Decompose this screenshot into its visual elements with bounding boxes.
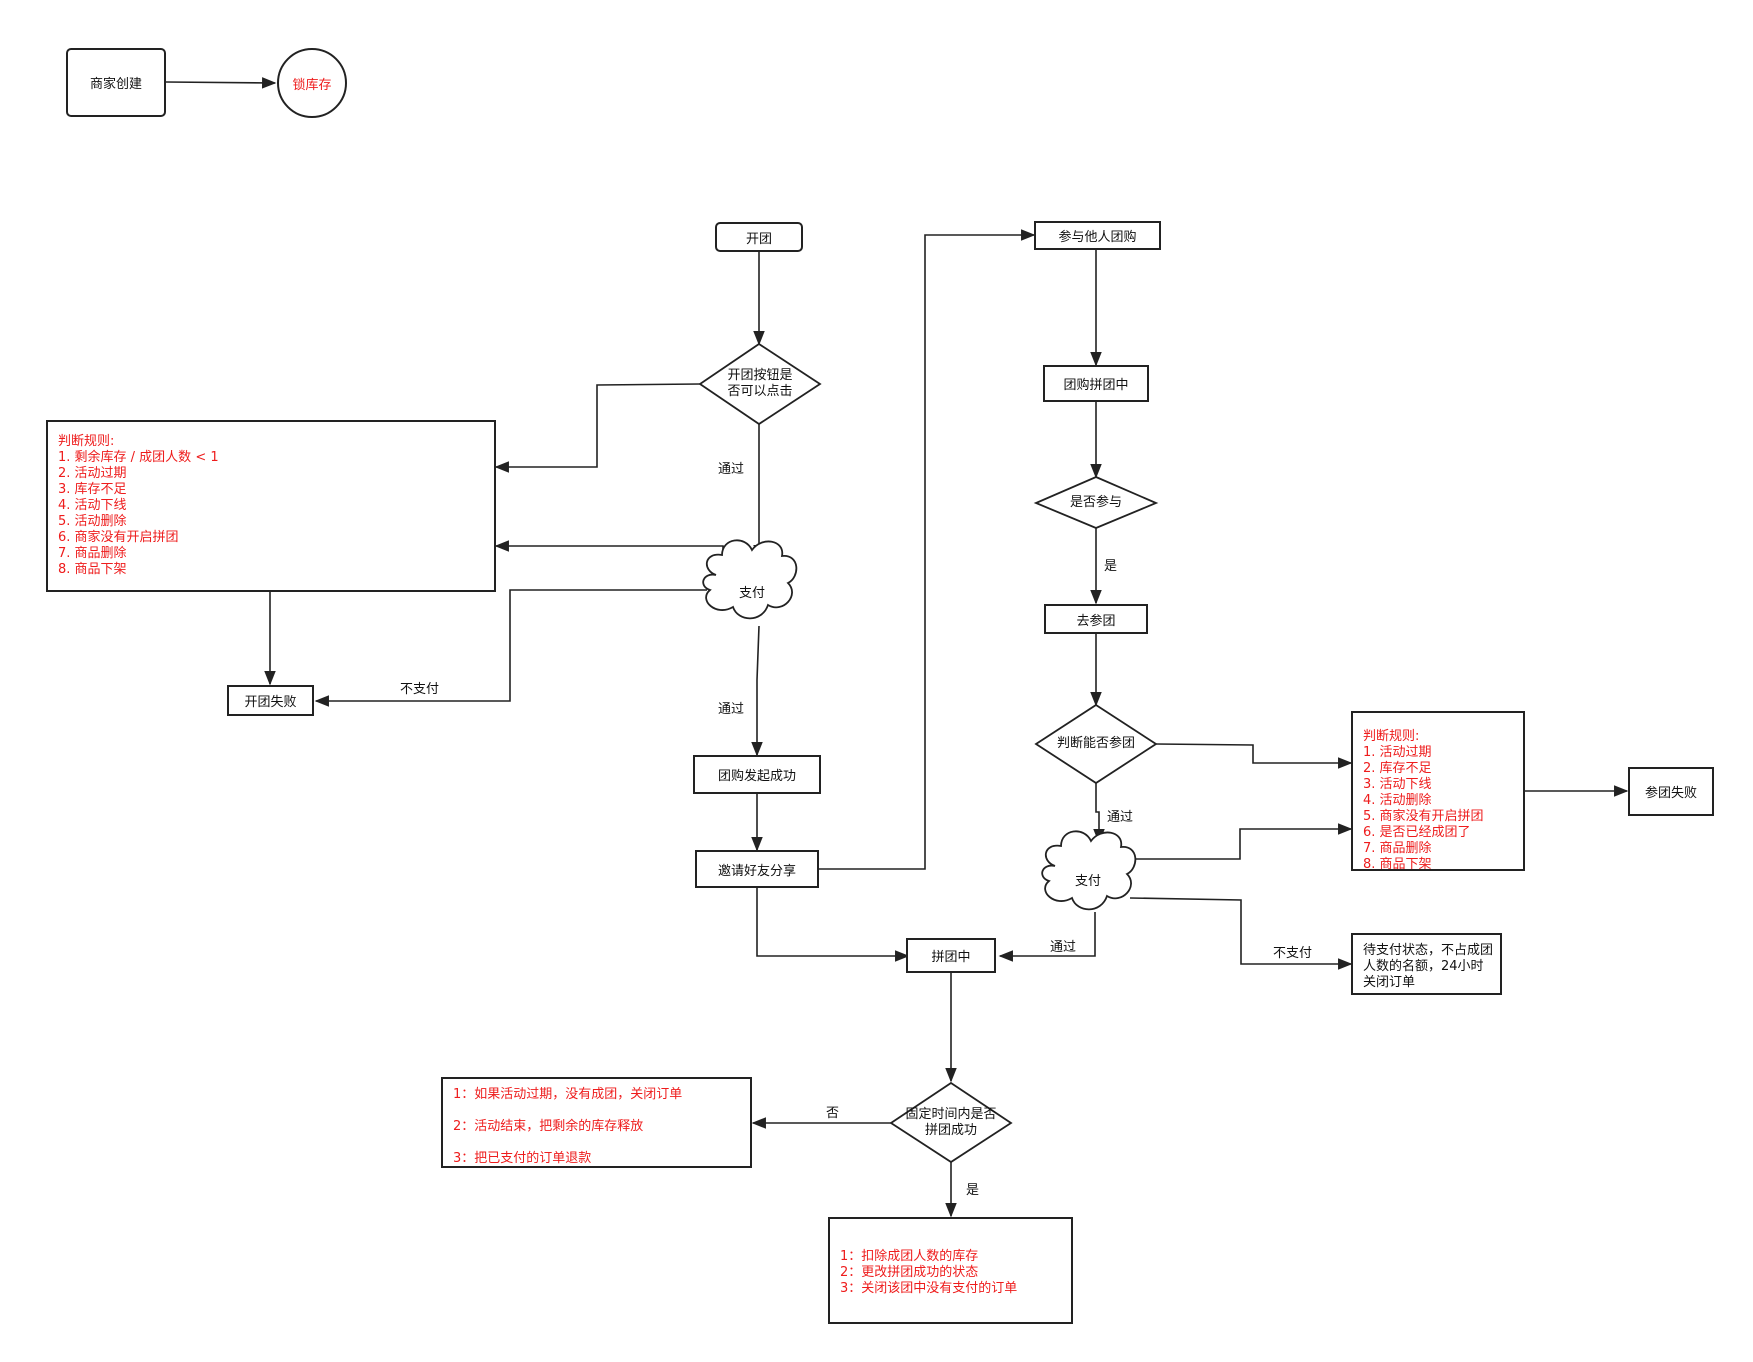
edge-label-no: 否 — [826, 1106, 840, 1121]
decision-whether-join-label: 是否参与 — [1069, 495, 1122, 510]
rule-left-item: 4. 活动下线 — [58, 498, 127, 513]
decision-can-click-shape — [698, 342, 822, 426]
join-others-label: 参与他人团购 — [1058, 230, 1137, 245]
rule-right-item: 判断规则: — [1363, 729, 1420, 744]
edge-merchant-to-lock — [165, 77, 277, 89]
rule-left-item: 5. 活动删除 — [58, 514, 127, 529]
edge-label-yes-join: 是 — [1104, 559, 1118, 574]
join-fail-node: 参团失败 — [1628, 767, 1714, 816]
rule-right-item: 7. 商品删除 — [1363, 841, 1432, 856]
invite-share-node: 邀请好友分享 — [695, 850, 819, 888]
decision-can-join-shape — [1034, 703, 1158, 785]
decision-fixed-time-line1: 固定时间内是否 — [905, 1107, 997, 1122]
merchant-create-label: 商家创建 — [89, 77, 142, 92]
lock-stock-label: 锁库存 — [292, 77, 332, 93]
start-group-node: 开团 — [715, 222, 803, 252]
decision-whether-join-shape — [1033, 476, 1159, 529]
pending-pay-note: 待支付状态，不占成团人数的名额，24小时关闭订单 — [1351, 933, 1502, 995]
rule-right-item: 5. 商家没有开启拼团 — [1363, 809, 1484, 824]
rule-right-item: 3. 活动下线 — [1363, 777, 1432, 792]
decision-can-click: 开团按钮是 否可以点击 — [700, 368, 820, 400]
group-launch-success-node: 团购发起成功 — [693, 755, 821, 794]
pin-group-node: 拼团中 — [906, 938, 996, 973]
rule-right-item: 2. 库存不足 — [1363, 761, 1432, 776]
decision-can-join: 判断能否参团 — [1036, 736, 1156, 752]
pay-right-cloud: 支付 — [1056, 870, 1120, 889]
edge-pay-to-pin — [998, 912, 1096, 962]
edge-decision-to-rules — [494, 383, 701, 473]
group-fail-label: 开团失败 — [244, 695, 297, 710]
decision-fixed-time-shape — [889, 1081, 1013, 1164]
group-in-progress-node: 团购拼团中 — [1043, 365, 1149, 402]
go-join-node: 去参团 — [1044, 604, 1148, 634]
rule-left-item: 判断规则: — [58, 434, 115, 449]
cloud-pay-left-shape — [702, 539, 798, 620]
rule-left-item: 2. 活动过期 — [58, 466, 127, 481]
pending-note-line: 待支付状态，不占成团 — [1363, 943, 1494, 958]
pay-left-cloud: 支付 — [720, 582, 784, 601]
start-group-label: 开团 — [745, 231, 772, 247]
decision-fixed-time: 固定时间内是否 拼团成功 — [891, 1107, 1011, 1139]
edge-label-pass-1: 通过 — [718, 462, 745, 477]
rule-right-item: 6. 是否已经成团了 — [1363, 825, 1471, 840]
rule-left-item: 1. 剩余库存 / 成团人数 < 1 — [58, 450, 219, 465]
invite-share-label: 邀请好友分享 — [717, 863, 796, 879]
edge-pay-to-rules-right — [1130, 823, 1353, 860]
edge-invite-to-join — [818, 229, 1036, 870]
pay-right-label: 支付 — [1074, 874, 1101, 889]
join-fail-label: 参团失败 — [1644, 786, 1697, 801]
rule-left-item: 8. 商品下架 — [58, 562, 127, 577]
edge-label-no-pay-left: 不支付 — [400, 682, 440, 697]
rule-right-item: 1. 活动过期 — [1363, 745, 1432, 760]
decision-can-join-label: 判断能否参团 — [1056, 736, 1135, 751]
edge-label-no-pay-right: 不支付 — [1273, 946, 1313, 961]
edge-pay-to-pending — [1129, 897, 1353, 970]
decision-whether-join: 是否参与 — [1036, 495, 1156, 511]
group-in-progress-label: 团购拼团中 — [1063, 378, 1129, 393]
edge-pay-to-launch — [751, 625, 763, 757]
go-join-label: 去参团 — [1076, 613, 1116, 629]
pending-note-line: 人数的名额，24小时 — [1363, 959, 1484, 974]
edge-label-pass-4: 通过 — [1050, 940, 1077, 955]
rule-left-item: 6. 商家没有开启拼团 — [58, 530, 179, 545]
decision-fixed-time-line2: 拼团成功 — [924, 1123, 977, 1138]
decision-can-click-line1: 开团按钮是 — [727, 368, 793, 383]
decision-can-click-line2: 否可以点击 — [727, 384, 793, 399]
edge-label-pass-2: 通过 — [718, 702, 745, 717]
fail-action-item: 3：把已支付的订单退款 — [453, 1151, 592, 1166]
success-action-item: 3：关闭该团中没有支付的订单 — [840, 1281, 1018, 1296]
rule-right-item: 8. 商品下架 — [1363, 857, 1432, 871]
rule-right-item: 4. 活动删除 — [1363, 793, 1432, 808]
group-fail-node: 开团失败 — [227, 685, 314, 716]
edge-label-yes: 是 — [966, 1183, 980, 1198]
cloud-pay-right-shape — [1041, 830, 1137, 911]
edge-pay-to-fail — [314, 589, 707, 707]
pay-left-label: 支付 — [738, 586, 765, 601]
edge-label-pass-3: 通过 — [1107, 810, 1134, 825]
rule-left-item: 3. 库存不足 — [58, 482, 127, 497]
pin-group-label: 拼团中 — [931, 950, 971, 965]
join-others-node: 参与他人团购 — [1034, 221, 1161, 250]
pending-note-line: 关闭订单 — [1363, 975, 1416, 990]
edge-pay-to-rules — [494, 540, 724, 559]
edge-canjoin-to-pay — [1093, 783, 1105, 844]
fail-action-item: 2：活动结束，把剩余的库存释放 — [453, 1119, 644, 1134]
merchant-create-node: 商家创建 — [66, 48, 166, 117]
fail-action-item: 1：如果活动过期，没有成团，关闭订单 — [453, 1087, 683, 1102]
success-action-item: 2：更改拼团成功的状态 — [840, 1265, 979, 1280]
edge-invite-to-pin — [756, 888, 910, 962]
lock-stock-node: 锁库存 — [277, 48, 347, 118]
success-action-item: 1：扣除成团人数的库存 — [840, 1249, 979, 1264]
edge-canjoin-to-rules — [1155, 743, 1353, 769]
fail-actions-note: 1：如果活动过期，没有成团，关闭订单 2：活动结束，把剩余的库存释放 3：把已支付的… — [441, 1077, 752, 1168]
rule-left-item: 7. 商品删除 — [58, 546, 127, 561]
group-launch-success-label: 团购发起成功 — [717, 769, 796, 784]
